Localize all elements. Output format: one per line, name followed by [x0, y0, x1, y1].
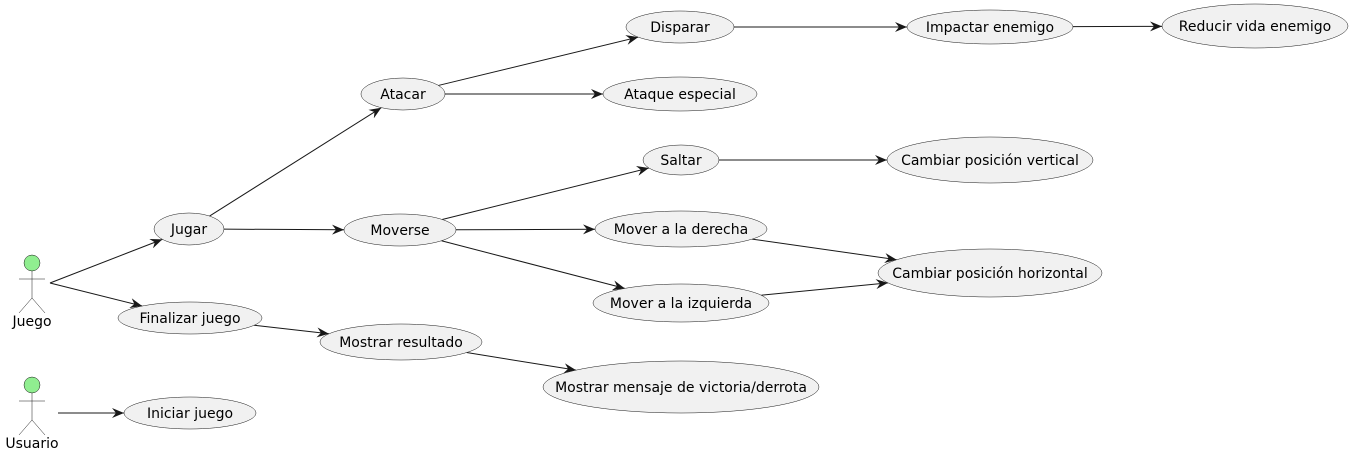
usecase-label: Atacar — [380, 87, 426, 103]
relation-finalizar-to-mostrar-resultado — [254, 324, 329, 338]
usecase-label: Mostrar mensaje de victoria/derrota — [555, 380, 807, 396]
relation-jugar-to-moverse — [223, 224, 345, 235]
usecase-ellipse — [360, 77, 446, 111]
relation-moverse-to-saltar — [442, 166, 649, 220]
usecase-cambiar-vertical: Cambiar posición vertical — [886, 136, 1094, 184]
relation-jugar-to-atacar — [209, 107, 382, 217]
actor-label: Juego — [11, 314, 51, 330]
usecase-impactar: Impactar enemigo — [906, 9, 1074, 45]
usecase-atacar: Atacar — [360, 77, 446, 111]
usecase-mover-derecha: Mover a la derecha — [594, 210, 768, 248]
relation-mostrar-resultado-to-mostrar-mensaje — [466, 352, 577, 374]
usecase-label: Cambiar posición horizontal — [892, 266, 1088, 282]
relations-layer — [49, 21, 1163, 418]
relation-moverse-to-mover-izquierda — [441, 240, 625, 291]
usecase-ellipse — [642, 144, 720, 176]
usecase-label: Moverse — [370, 223, 429, 239]
usecase-ellipse — [886, 136, 1094, 184]
relation-juego-to-jugar — [49, 238, 163, 284]
usecase-label: Mover a la izquierda — [610, 296, 752, 312]
actor-head-icon — [23, 254, 41, 272]
usecase-ataque-especial: Ataque especial — [602, 76, 758, 112]
usecase-ellipse — [117, 301, 263, 335]
usecase-ellipse — [906, 9, 1074, 45]
usecase-ellipse — [592, 283, 770, 323]
relation-juego-to-finalizar — [49, 282, 143, 308]
usecase-mostrar-mensaje: Mostrar mensaje de victoria/derrota — [542, 360, 820, 414]
usecase-iniciar: Iniciar juego — [123, 396, 257, 430]
usecase-ellipse — [319, 323, 483, 361]
usecase-label: Impactar enemigo — [926, 20, 1054, 36]
relation-mover-izquierda-to-cambiar-horizontal — [761, 279, 889, 296]
relation-atacar-to-disparar — [438, 35, 639, 86]
usecase-ellipse — [602, 76, 758, 112]
usecase-ellipse — [123, 396, 257, 430]
usecase-ellipse — [153, 212, 225, 246]
actor-label: Usuario — [5, 436, 58, 452]
relation-mover-derecha-to-cambiar-horizontal — [752, 238, 897, 263]
usecase-ellipse — [1161, 3, 1349, 49]
usecase-label: Mostrar resultado — [339, 335, 463, 351]
usecase-label: Iniciar juego — [147, 406, 233, 422]
actor-body-icon — [18, 393, 46, 436]
usecase-label: Cambiar posición vertical — [901, 153, 1079, 169]
actor-usuario: Usuario — [5, 376, 59, 452]
usecase-ellipse — [542, 360, 820, 414]
usecase-label: Jugar — [170, 222, 207, 238]
usecase-ellipse — [625, 10, 735, 44]
usecase-finalizar: Finalizar juego — [117, 301, 263, 335]
usecase-mostrar-resultado: Mostrar resultado — [319, 323, 483, 361]
usecase-cambiar-horizontal: Cambiar posición horizontal — [877, 248, 1103, 298]
usecase-moverse: Moverse — [343, 213, 457, 247]
usecase-label: Reducir vida enemigo — [1179, 19, 1331, 35]
usecase-disparar: Disparar — [625, 10, 735, 44]
usecase-label: Finalizar juego — [139, 311, 240, 327]
usecase-label: Ataque especial — [624, 87, 736, 103]
actor-body-icon — [18, 271, 46, 314]
usecase-reducir-vida: Reducir vida enemigo — [1161, 3, 1349, 49]
usecase-ellipse — [343, 213, 457, 247]
usecase-label: Mover a la derecha — [614, 222, 748, 238]
usecase-jugar: Jugar — [153, 212, 225, 246]
actor-head-icon — [23, 376, 41, 394]
usecase-label: Disparar — [650, 20, 710, 36]
usecase-ellipse — [594, 210, 768, 248]
usecase-label: Saltar — [660, 153, 701, 169]
usecase-ellipse — [877, 248, 1103, 298]
actor-juego: Juego — [11, 254, 52, 330]
usecase-saltar: Saltar — [642, 144, 720, 176]
usecase-mover-izquierda: Mover a la izquierda — [592, 283, 770, 323]
